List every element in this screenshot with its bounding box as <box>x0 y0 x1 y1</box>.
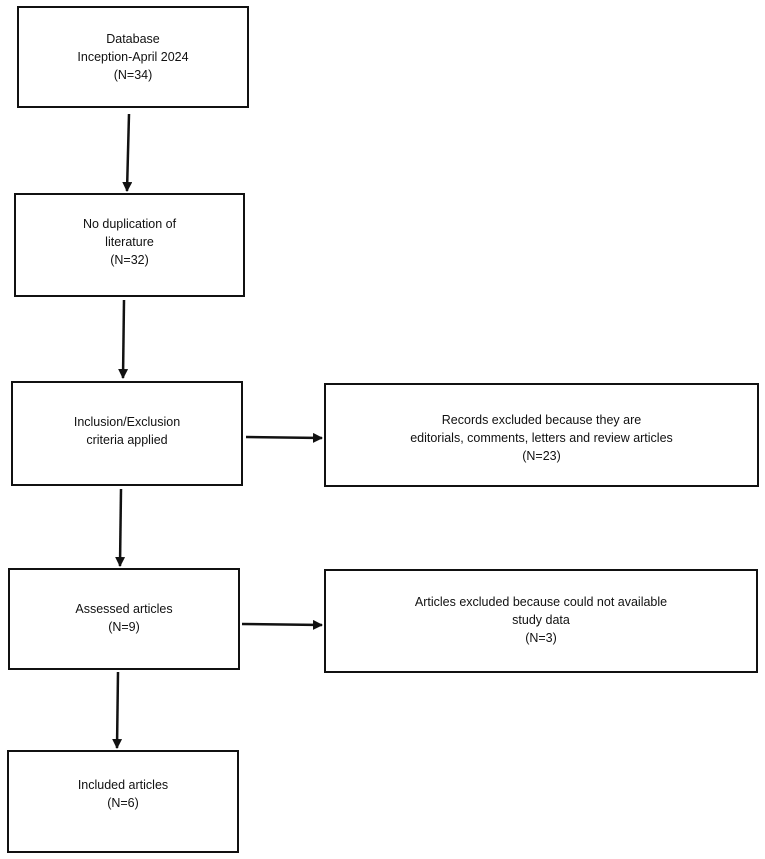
records-excluded-box-line-3: (N=23) <box>522 449 561 463</box>
arrow-no-duplication-to-inclusion <box>118 299 129 379</box>
no-duplication-box-line-2: literature <box>105 235 154 249</box>
database-box: Database Inception-April 2024 (N=34) <box>17 6 249 108</box>
no-duplication-box-line-3: (N=32) <box>110 253 149 267</box>
assessed-articles-box-line-2: (N=9) <box>108 620 140 634</box>
no-duplication-box-line-1: No duplication of <box>82 217 177 231</box>
inclusion-exclusion-box-line-1: Inclusion/Exclusion <box>73 415 181 429</box>
inclusion-exclusion-box: Inclusion/Exclusion criteria applied <box>11 381 243 486</box>
arrow-assessed-to-included <box>112 671 123 749</box>
no-duplication-box: No duplication of literature (N=32) <box>14 193 245 297</box>
database-box-line-2: Inception-April 2024 <box>77 50 189 64</box>
included-articles-box: Included articles (N=6) <box>7 750 239 853</box>
database-box-line-3: (N=34) <box>113 68 153 82</box>
inclusion-exclusion-box-line-2: criteria applied <box>86 433 168 447</box>
assessed-articles-box: Assessed articles (N=9) <box>8 568 240 670</box>
articles-excluded-box-line-1: Articles excluded because could not avai… <box>414 595 668 609</box>
records-excluded-box: Records excluded because they are editor… <box>324 383 759 487</box>
assessed-articles-box-line-1: Assessed articles <box>75 602 173 616</box>
arrow-assessed-to-articles-excluded <box>241 619 323 630</box>
articles-excluded-box-line-3: (N=3) <box>525 631 557 645</box>
arrow-inclusion-to-assessed <box>115 488 126 567</box>
articles-excluded-box-line-2: study data <box>512 613 570 627</box>
arrow-inclusion-to-records-excluded <box>245 432 323 443</box>
included-articles-box-line-2: (N=6) <box>107 796 139 810</box>
records-excluded-box-line-2: editorials, comments, letters and review… <box>410 431 673 445</box>
included-articles-box-line-1: Included articles <box>77 778 169 792</box>
database-box-line-1: Database <box>106 32 160 46</box>
records-excluded-box-line-1: Records excluded because they are <box>441 413 642 427</box>
articles-excluded-box: Articles excluded because could not avai… <box>324 569 758 673</box>
arrow-database-to-no-duplication <box>122 113 133 192</box>
